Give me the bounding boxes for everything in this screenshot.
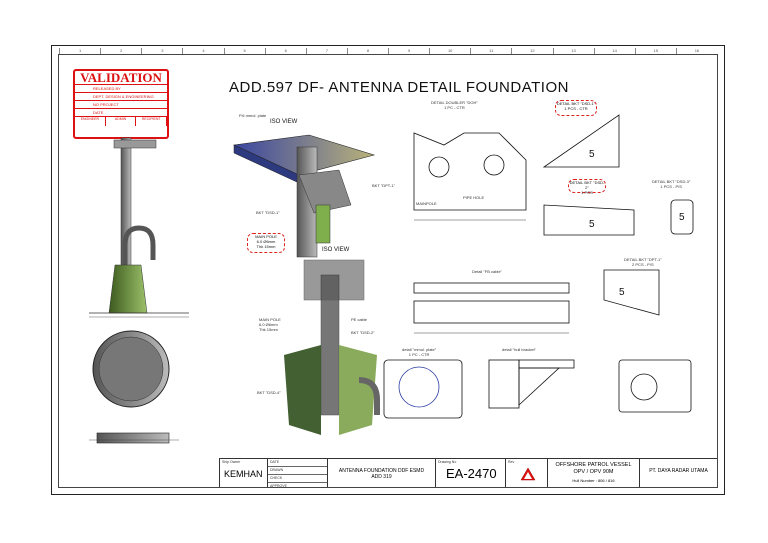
ruler-tick: 10 (429, 48, 470, 54)
tb-approvals: DATE DRAWN CHECK APPROVE (267, 459, 327, 488)
detail-plate-label: detail "mmol. plate" 1 PC - CTR (402, 347, 437, 357)
detail-doubler (413, 132, 527, 221)
detail-dpt1: 5 (603, 269, 660, 316)
bkt-label-2: BKT "DSD-1" (256, 210, 280, 215)
ruler-tick: 3 (141, 48, 182, 54)
tb-project: ANTENNA FOUNDATION DDF ESMD ADD 319 (327, 459, 435, 487)
detail-hull-bracket (488, 359, 575, 409)
detail-fb-cable (413, 282, 570, 334)
detail-dpt1-label: DETAIL BKT "DPT-1" 2 PCS - P/S (624, 257, 662, 267)
tb-project-value: ANTENNA FOUNDATION DDF ESMD ADD 319 (338, 468, 425, 480)
pe-cable-label: PE cable (351, 317, 368, 322)
detail-fb-cable-label: Detail "FB cable" (472, 269, 502, 274)
svg-text:5: 5 (589, 149, 595, 160)
tb-company: PT. DAYA RADAR UTAMA (639, 459, 717, 487)
side-elevation-view (89, 137, 189, 318)
ruler-tick: 4 (182, 48, 223, 54)
iso-view-2-model (284, 259, 380, 435)
tb-approval-row: APPROVE (270, 484, 287, 488)
main-pole-callout: MAIN POLE 6.0 Ø6mm Thk 15mm (247, 233, 285, 253)
ruler-tick: 2 (100, 48, 141, 54)
detail-bkt-dsd2-label: DETAIL BKT "DSD-2" 1 PCS (568, 179, 606, 195)
iso-view-2-label: ISO VIEW (322, 247, 350, 253)
iso-view-1-model (232, 134, 376, 258)
stamp-col-engineer: ENGINEER (75, 117, 106, 126)
ruler-tick: 9 (388, 48, 429, 54)
tb-company-name: PT. DAYA RADAR UTAMA (649, 468, 708, 474)
pipe-hole-label: PIPE HOLE (463, 195, 485, 200)
stamp-signature-grid: ENGINEER ADMIN RECIPIENT (75, 117, 168, 126)
mainpole-label: MAINPOLE (416, 201, 437, 206)
stamp-line-released: RELEASED BY (75, 85, 167, 93)
ruler-tick: 13 (552, 48, 594, 54)
ruler-tick: 6 (264, 48, 306, 54)
detail-mmol-plate (383, 359, 463, 419)
ruler-tick: 15 (634, 48, 676, 54)
detail-flange-plate (618, 359, 692, 413)
tb-approval-row: CHECK (268, 475, 327, 483)
tb-customer-label: Ship Owner (222, 460, 241, 464)
bottom-elevation (89, 432, 179, 444)
tb-vessel-class: OPV / OPV 90M (573, 469, 614, 475)
bkt-label-1: BKT "DPT-1" (372, 183, 395, 188)
tb-hull-number: Hull Number : 806 / 816 (572, 478, 615, 483)
detail-hull-bracket-label: detail "hull bracket" (502, 347, 536, 352)
bkt-label-4: BKT "DSD-4" (257, 390, 281, 395)
tb-drawing-number: Drawing No EA-2470 (435, 459, 505, 487)
ruler-tick: 7 (305, 48, 347, 54)
ruler-tick: 16 (675, 48, 717, 54)
detail-bkt-dsd3-label: DETAIL BKT "DSD-3" 1 PCS - P/S (652, 179, 691, 189)
ruler-tick: 5 (223, 48, 265, 54)
tb-approval-row: DRAWN (268, 467, 327, 475)
tb-vessel: OFFSHORE PATROL VESSEL OPV / OPV 90M Hul… (547, 459, 639, 487)
tb-rev-label: Rev (508, 460, 515, 464)
stamp-col-admin: ADMIN (106, 117, 137, 126)
plan-view (92, 330, 170, 408)
plate-label: P.6 mmol. plate (239, 113, 267, 118)
tb-vessel-type: OFFSHORE PATROL VESSEL (555, 462, 632, 468)
stamp-line-project: NO PROJECT (75, 101, 167, 109)
technical-drawing: 5 5 5 5 (89, 114, 694, 444)
detail-brackets: 5 5 5 (542, 114, 694, 236)
stamp-col-recipient: RECIPIENT (136, 117, 168, 126)
ruler-tick: 14 (593, 48, 635, 54)
ruler-tick: 8 (346, 48, 388, 54)
ruler-tick: 11 (470, 48, 511, 54)
tb-customer: Ship Owner KEMHAN (219, 459, 267, 487)
detail-bkt-dsd1-label: DETAIL BKT "DSD-1" 1 PCS - CTR (555, 100, 597, 116)
tb-rev: Rev (505, 459, 547, 487)
iso-view-1-label: ISO VIEW (270, 119, 298, 125)
svg-text:5: 5 (619, 287, 625, 298)
drawing-title: ADD.597 DF- ANTENNA DETAIL FOUNDATION (229, 79, 569, 96)
svg-text:5: 5 (679, 212, 685, 223)
stamp-line-dept: DEPT. DESIGN & ENGINEERING (75, 93, 167, 101)
title-block: Ship Owner KEMHAN DATE DRAWN CHECK APPRO… (219, 458, 717, 488)
ruler-tick: 1 (59, 48, 100, 54)
main-pole-label-2: MAIN POLE 6.0 Ø6mm Thk 15mm (259, 317, 281, 332)
tb-drawing-value: EA-2470 (446, 466, 497, 481)
tb-approval-row: DATE (268, 459, 327, 467)
bkt-label-3: BKT "DSD-2" (351, 330, 375, 335)
svg-text:5: 5 (589, 219, 595, 230)
detail-doubler-label: DETAIL DOUBLER "DOH" 1 PC - CTR (431, 100, 478, 110)
stamp-heading: VALIDATION (75, 71, 167, 85)
ruler-tick: 12 (511, 48, 552, 54)
stamp-line-date: DATE (75, 109, 167, 117)
company-logo-icon (520, 467, 536, 481)
tb-drawing-label: Drawing No (438, 460, 457, 464)
tb-customer-value: KEMHAN (224, 469, 263, 479)
